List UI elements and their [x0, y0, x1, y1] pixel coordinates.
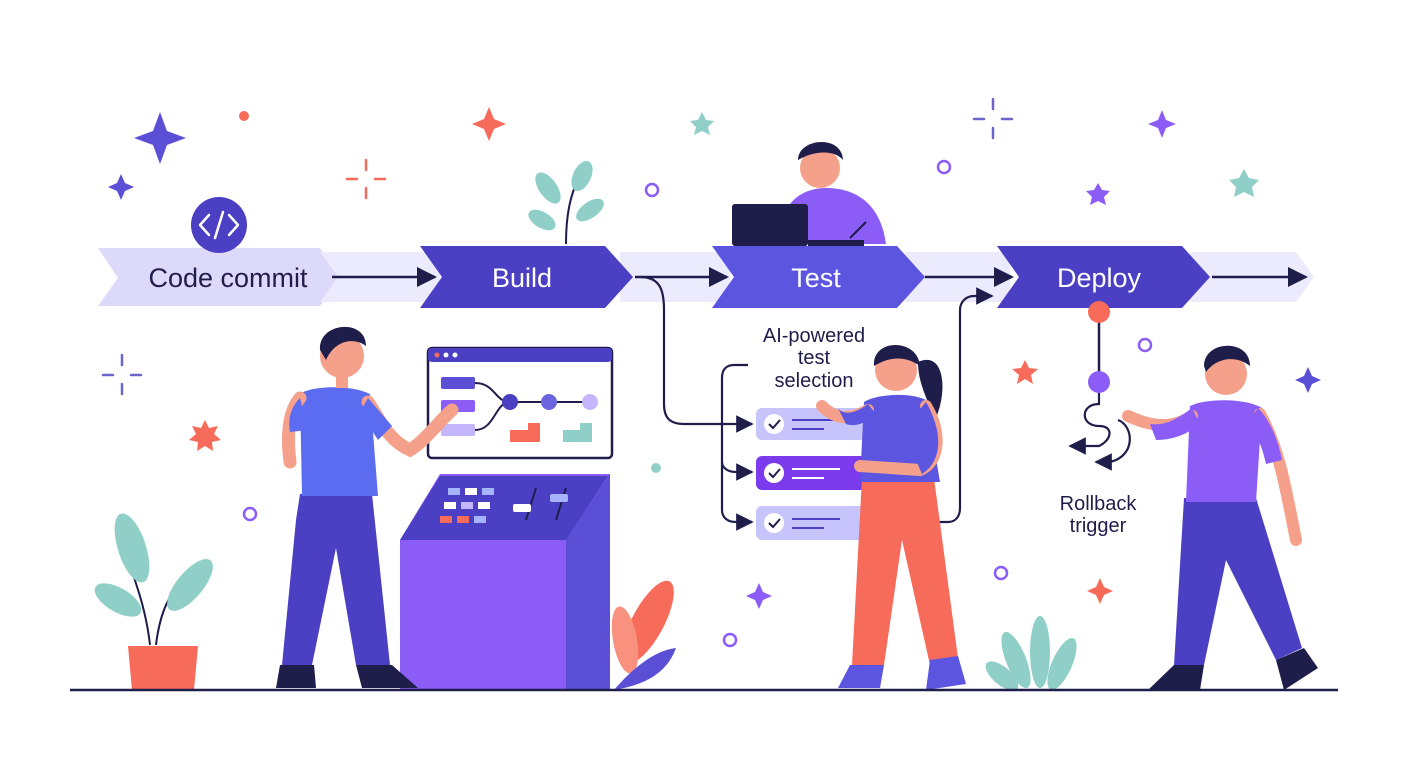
star-icon	[1012, 360, 1038, 384]
ring-icon	[936, 159, 952, 175]
stage-test-arrow	[712, 246, 925, 308]
plus-sparkle-icon	[972, 97, 1014, 140]
test-card	[756, 506, 866, 540]
build-monitor	[426, 346, 614, 460]
test-routing	[639, 275, 994, 531]
ai-label-line-1: AI-powered	[763, 325, 865, 347]
person-tester	[816, 345, 966, 690]
check-icon	[764, 414, 784, 434]
ring-icon	[722, 632, 738, 648]
stage-label-build: Build	[492, 263, 552, 293]
stage-commit-arrow	[98, 248, 340, 306]
person-builder	[276, 326, 459, 688]
sparkle-icon	[108, 174, 134, 200]
ring-icon	[1137, 337, 1153, 353]
rollback-label-line-1: Rollback	[1060, 493, 1138, 515]
star-icon	[1229, 169, 1259, 197]
stage-label-commit: Code commit	[148, 263, 308, 293]
ring-icon	[993, 565, 1009, 581]
ai-label-line-2: test	[798, 347, 831, 369]
stage-deploy-arrow	[997, 246, 1210, 308]
sparkle-icon	[1295, 367, 1321, 393]
rollback-label-line-2: trigger	[1070, 515, 1127, 537]
rollback-indicator: Rollback trigger	[1060, 301, 1138, 537]
sparkle-icon	[134, 112, 186, 164]
decorations	[101, 97, 1321, 648]
sparkle-icon	[1087, 578, 1113, 604]
sparkle-icon	[472, 107, 506, 141]
ai-label-line-3: selection	[775, 370, 854, 392]
stage-label-deploy: Deploy	[1057, 263, 1142, 293]
plant-decoration	[528, 161, 604, 245]
pipeline-band: Code commit Build Test Deploy	[98, 246, 1314, 308]
coral-plant	[611, 580, 676, 690]
ai-test-selection-label: AI-powered test selection	[763, 325, 865, 392]
person-laptop	[732, 141, 886, 246]
test-card-list	[756, 408, 866, 540]
plus-sparkle-icon	[101, 353, 143, 396]
plus-sparkle-icon	[345, 158, 387, 200]
test-card	[756, 456, 866, 490]
stage-build-arrow	[420, 246, 633, 308]
sparkle-icon	[746, 583, 772, 609]
code-brackets-icon	[191, 197, 247, 253]
stage-label-test: Test	[791, 263, 841, 293]
build-console	[400, 474, 610, 690]
person-deployer	[1122, 345, 1318, 690]
burst-icon	[189, 420, 221, 451]
dot-icon	[239, 111, 249, 121]
bush-decoration	[985, 616, 1077, 691]
ring-icon	[242, 506, 258, 522]
check-icon	[764, 463, 784, 483]
ring-icon	[644, 182, 660, 198]
sparkle-icon	[1148, 110, 1176, 138]
dot-icon	[651, 463, 661, 473]
laptop-icon	[732, 204, 808, 246]
check-icon	[764, 513, 784, 533]
star-icon	[690, 112, 714, 135]
star-icon	[1086, 183, 1110, 205]
potted-plant	[94, 513, 213, 690]
